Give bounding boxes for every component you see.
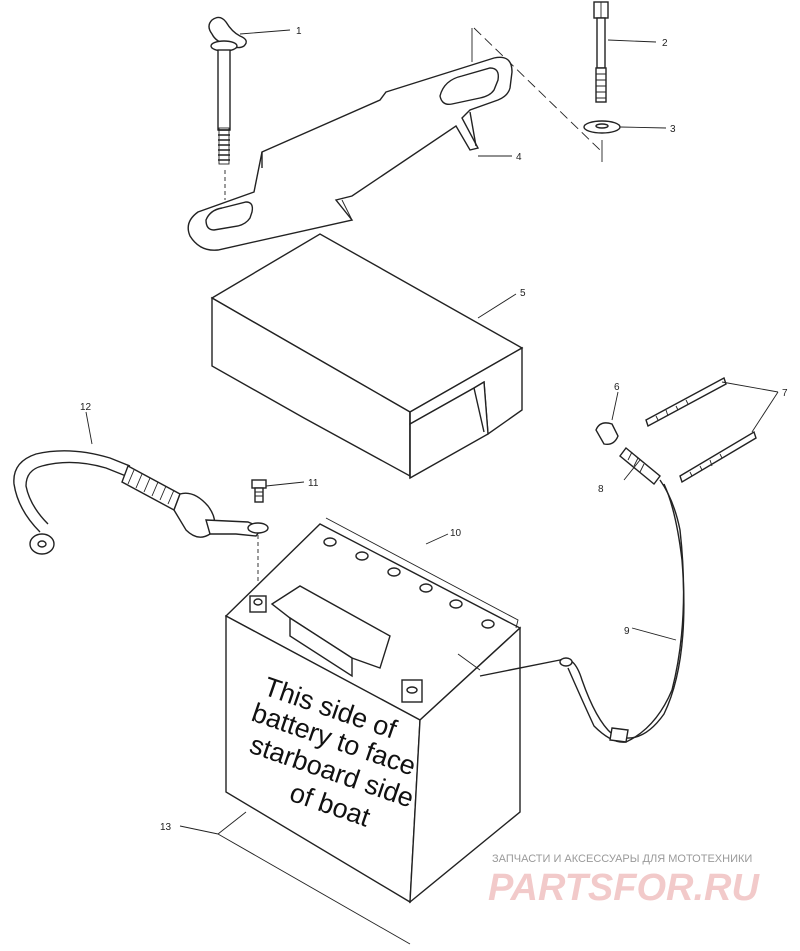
terminal-bolt-part-11 [251, 479, 267, 503]
watermark-tagline: ЗАПЧАСТИ И АКСЕССУАРЫ ДЛЯ МОТОТЕХНИКИ [492, 853, 752, 865]
callout-10: 10 [450, 528, 462, 539]
hold-down-bracket-part-4 [187, 56, 513, 251]
callout-5: 5 [520, 288, 526, 299]
vent-elbow-part-8 [619, 446, 661, 486]
callout-7: 7 [782, 388, 788, 399]
watermark: ЗАПЧАСТИ И АКСЕССУАРЫ ДЛЯ МОТОТЕХНИКИ PA… [488, 853, 760, 909]
leader-lines [85, 29, 779, 945]
vent-fitting-part-6 [595, 422, 619, 446]
washer-part-3 [583, 120, 621, 162]
callout-1: 1 [296, 26, 302, 37]
callout-13: 13 [160, 822, 172, 833]
callout-8: 8 [598, 484, 604, 495]
callout-12: 12 [80, 402, 92, 413]
callout-3: 3 [670, 124, 676, 135]
cable-ties-part-7 [645, 376, 757, 484]
callout-2: 2 [662, 38, 668, 49]
battery-part-13 [224, 517, 522, 904]
negative-cable-part-12 [13, 450, 269, 600]
callout-6: 6 [614, 382, 620, 393]
callout-4: 4 [516, 152, 522, 163]
battery-cell-caps [323, 537, 495, 629]
watermark-brand: PARTSFOR.RU [488, 867, 760, 909]
callout-11: 11 [308, 478, 319, 489]
callout-labels: 1 2 3 4 5 6 7 8 9 10 11 12 13 [80, 26, 788, 833]
bolt-part-2 [593, 1, 609, 103]
vent-tube-part-9 [479, 479, 685, 743]
callout-9: 9 [624, 626, 630, 637]
battery-cover-part-5 [210, 233, 524, 480]
wing-bolt-part-1 [208, 16, 247, 200]
